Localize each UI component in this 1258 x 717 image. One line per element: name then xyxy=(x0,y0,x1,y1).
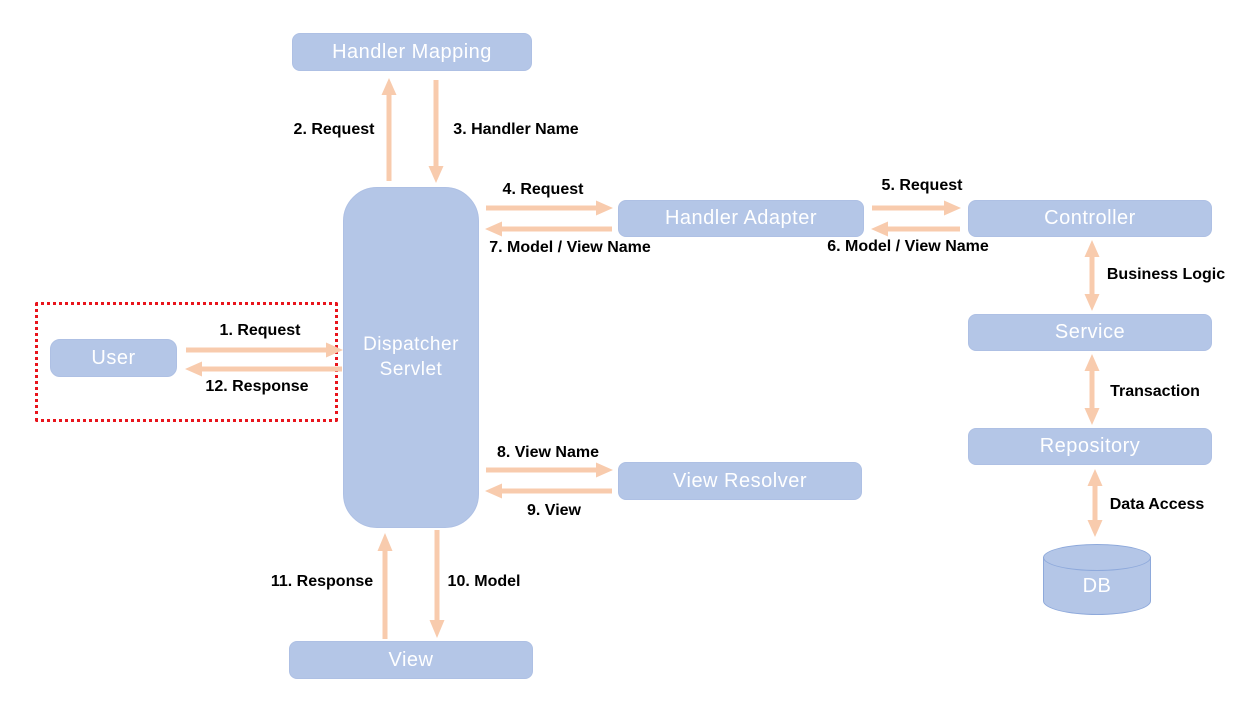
edge-label-10-model: 10. Model xyxy=(447,573,521,590)
edge-label-11-response: 11. Response xyxy=(270,573,374,590)
edge-label-8-view-name: 8. View Name xyxy=(497,444,599,461)
arrow-8-view-name-right xyxy=(486,462,613,478)
node-handler-mapping: Handler Mapping xyxy=(292,33,532,71)
node-controller-label: Controller xyxy=(1044,207,1136,229)
node-view-resolver-label: View Resolver xyxy=(673,469,807,492)
node-db-label: DB xyxy=(1082,575,1112,597)
arrow-business-logic-double xyxy=(1084,240,1100,311)
arrow-data-access-double xyxy=(1087,469,1103,537)
node-db-cylinder: DB xyxy=(1043,544,1151,615)
arrow-6-model-view-name-left xyxy=(871,221,960,237)
arrow-4-request-right xyxy=(486,200,613,216)
arrow-transaction-double xyxy=(1084,354,1100,425)
user-boundary-dotted-rect xyxy=(35,302,338,422)
db-cylinder-top-ellipse xyxy=(1043,544,1151,571)
edge-label-6-model-view-name: 6. Model / View Name xyxy=(827,238,989,255)
node-view: View xyxy=(289,641,533,679)
node-handler-mapping-label: Handler Mapping xyxy=(332,40,492,63)
edge-label-business-logic: Business Logic xyxy=(1106,266,1226,283)
edge-label-transaction: Transaction xyxy=(1110,383,1200,400)
edge-label-12-response: 12. Response xyxy=(205,378,309,395)
edge-label-9-view: 9. View xyxy=(527,502,581,519)
node-controller: Controller xyxy=(968,200,1212,237)
arrow-3-handler-name-down xyxy=(428,80,444,183)
edge-label-data-access: Data Access xyxy=(1109,496,1205,513)
node-handler-adapter-label: Handler Adapter xyxy=(664,207,818,229)
node-dispatcher-servlet-label: Dispatcher Servlet xyxy=(363,333,459,380)
arrow-10-model-down xyxy=(429,530,445,638)
node-dispatcher-servlet: Dispatcher Servlet xyxy=(343,187,479,528)
node-view-resolver: View Resolver xyxy=(618,462,862,500)
node-service: Service xyxy=(968,314,1212,351)
edge-label-2-request: 2. Request xyxy=(293,121,375,138)
arrow-5-request-right xyxy=(872,200,961,216)
edge-label-3-handler-name: 3. Handler Name xyxy=(453,121,579,138)
arrow-9-view-left xyxy=(485,483,612,499)
edge-label-4-request: 4. Request xyxy=(502,181,584,198)
edge-label-5-request: 5. Request xyxy=(881,177,963,194)
edge-label-7-model-view-name: 7. Model / View Name xyxy=(489,239,651,256)
arrow-7-model-view-name-left xyxy=(485,221,612,237)
node-handler-adapter: Handler Adapter xyxy=(618,200,864,237)
arrow-2-request-up xyxy=(381,78,397,181)
node-repository-label: Repository xyxy=(1039,435,1141,457)
node-repository: Repository xyxy=(968,428,1212,465)
node-user-label: User xyxy=(91,346,136,369)
edge-label-1-request: 1. Request xyxy=(219,322,301,339)
node-service-label: Service xyxy=(1054,321,1126,343)
node-user: User xyxy=(50,339,177,377)
arrow-11-response-up xyxy=(377,533,393,639)
node-view-label: View xyxy=(388,648,434,671)
